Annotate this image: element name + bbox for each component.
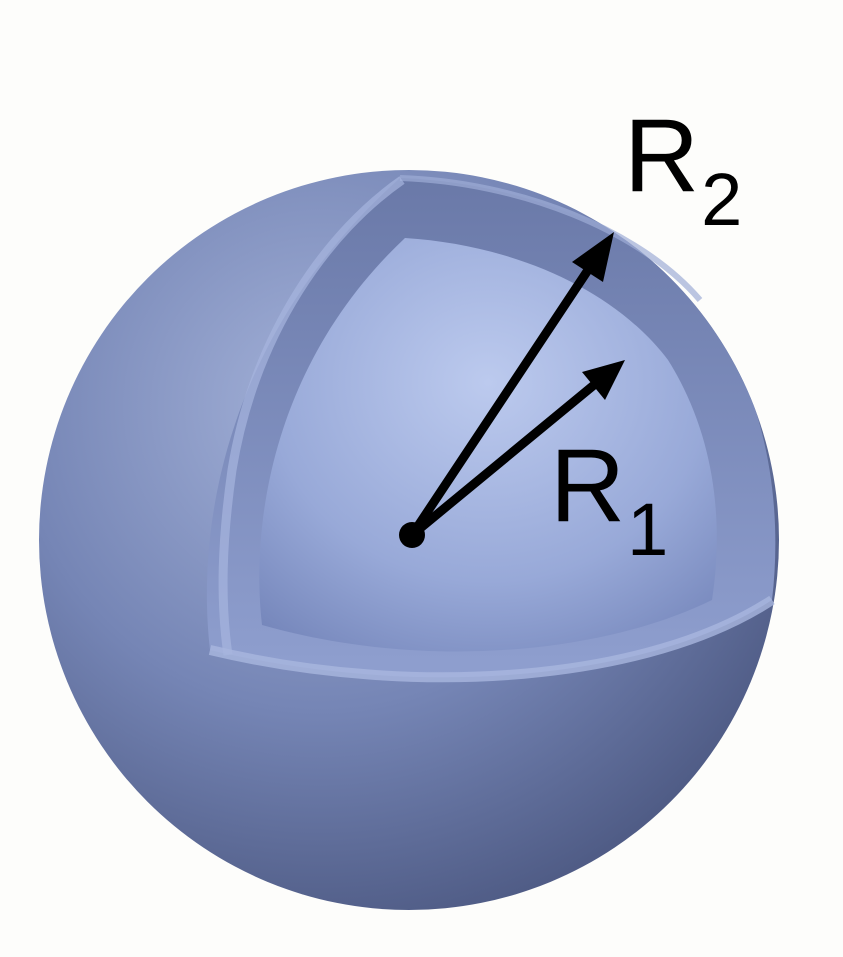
outer-radius-arrowhead xyxy=(572,232,614,282)
rim-seam xyxy=(218,176,405,656)
inner-radius-letter: R xyxy=(550,428,626,544)
outer-radius-label: R2 xyxy=(624,104,742,237)
inner-radius-arrow-shaft xyxy=(407,375,605,540)
outer-radius-letter: R xyxy=(624,98,700,214)
inner-core xyxy=(259,238,717,652)
inner-radius-label: R1 xyxy=(550,434,668,567)
rim-highlight xyxy=(208,595,775,683)
outer-radius-subscript: 2 xyxy=(701,158,743,241)
outer-radius-arrow-shaft xyxy=(407,253,601,540)
inner-radius-subscript: 1 xyxy=(627,488,669,571)
rim-highlight-top xyxy=(399,175,703,302)
inner-radius-arrowhead xyxy=(582,360,625,400)
